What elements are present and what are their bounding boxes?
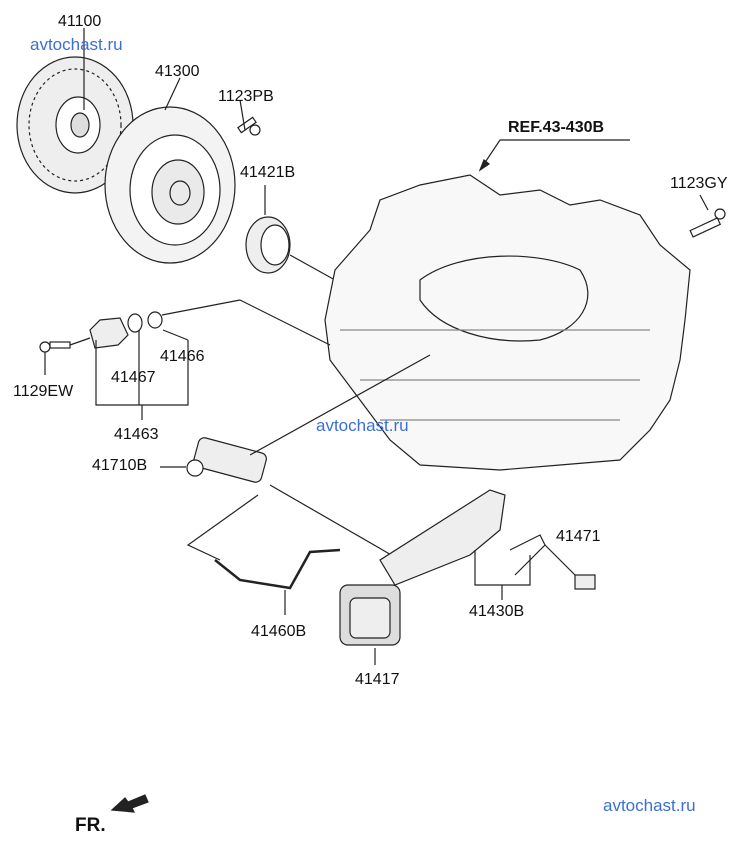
label-41300: 41300 [155,63,200,80]
bolt-41471-drawing [574,574,596,590]
bolt-1123pb-drawing [237,116,261,136]
front-arrow-icon [110,794,149,813]
label-41460b: 41460B [251,623,307,640]
label-1123gy: 1123GY [670,175,728,192]
label-1129ew: 1129EW [13,383,74,400]
bolt-1129ew-drawing [39,341,71,353]
label-41421b: 41421B [240,164,296,181]
label-41467: 41467 [111,369,156,386]
label-41710b: 41710B [92,457,148,474]
pressure-plate-drawing [104,106,236,264]
label-reference: REF.43-430B [508,119,605,136]
clutch-disc-drawing [16,56,134,194]
label-1123pb: 1123PB [218,88,274,105]
label-41430b: 41430B [469,603,525,620]
bracket-drawing [89,317,129,349]
label-41466: 41466 [160,348,205,365]
release-fork-drawing [379,489,506,586]
label-41417: 41417 [355,671,400,688]
bolt-1123gy-drawing [689,208,726,238]
label-front: FR. [75,815,106,836]
clutch-tube-drawing [214,548,341,590]
release-bearing-drawing [245,216,291,274]
boot-drawing [339,584,401,646]
release-cylinder-drawing [186,437,267,483]
watermark-bottom: avtochast.ru [603,796,696,815]
watermark-top: avtochast.ru [30,35,123,54]
watermark-center: avtochast.ru [316,416,409,435]
label-41463: 41463 [114,426,159,443]
label-41471: 41471 [556,528,601,545]
transmission-drawing [324,174,691,471]
label-41100: 41100 [58,13,102,30]
